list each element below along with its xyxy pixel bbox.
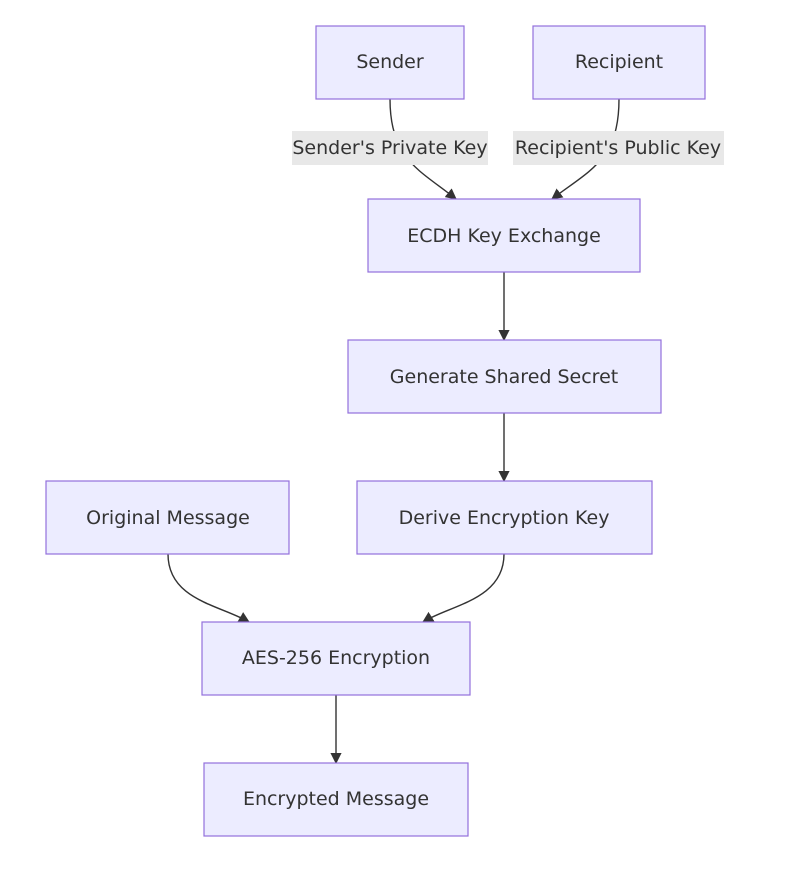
node-label: ECDH Key Exchange <box>407 225 601 247</box>
edge-label-recipients-public-key: Recipient's Public Key <box>513 131 724 165</box>
node-original-message: Original Message <box>45 480 290 555</box>
node-label: Derive Encryption Key <box>399 507 610 529</box>
node-generate-shared-secret: Generate Shared Secret <box>347 339 662 414</box>
node-ecdh-key-exchange: ECDH Key Exchange <box>367 198 641 273</box>
edge-original-message-to-aes <box>167 553 250 623</box>
edge-label-senders-private-key: Sender's Private Key <box>292 131 488 165</box>
edge-label-text: Sender's Private Key <box>292 137 487 159</box>
node-label: Original Message <box>86 507 250 529</box>
edge-label-text: Recipient's Public Key <box>515 137 721 159</box>
node-label: Encrypted Message <box>243 788 429 810</box>
node-derive-encryption-key: Derive Encryption Key <box>356 480 653 555</box>
node-aes-256-encryption: AES-256 Encryption <box>201 621 471 696</box>
node-label: Recipient <box>575 51 663 73</box>
node-label: Generate Shared Secret <box>390 366 618 388</box>
node-label: Sender <box>356 51 424 73</box>
node-label: AES-256 Encryption <box>242 647 430 669</box>
node-sender: Sender <box>315 25 465 100</box>
edge-derive-key-to-aes <box>422 553 505 623</box>
node-recipient: Recipient <box>532 25 706 100</box>
node-encrypted-message: Encrypted Message <box>203 762 469 837</box>
